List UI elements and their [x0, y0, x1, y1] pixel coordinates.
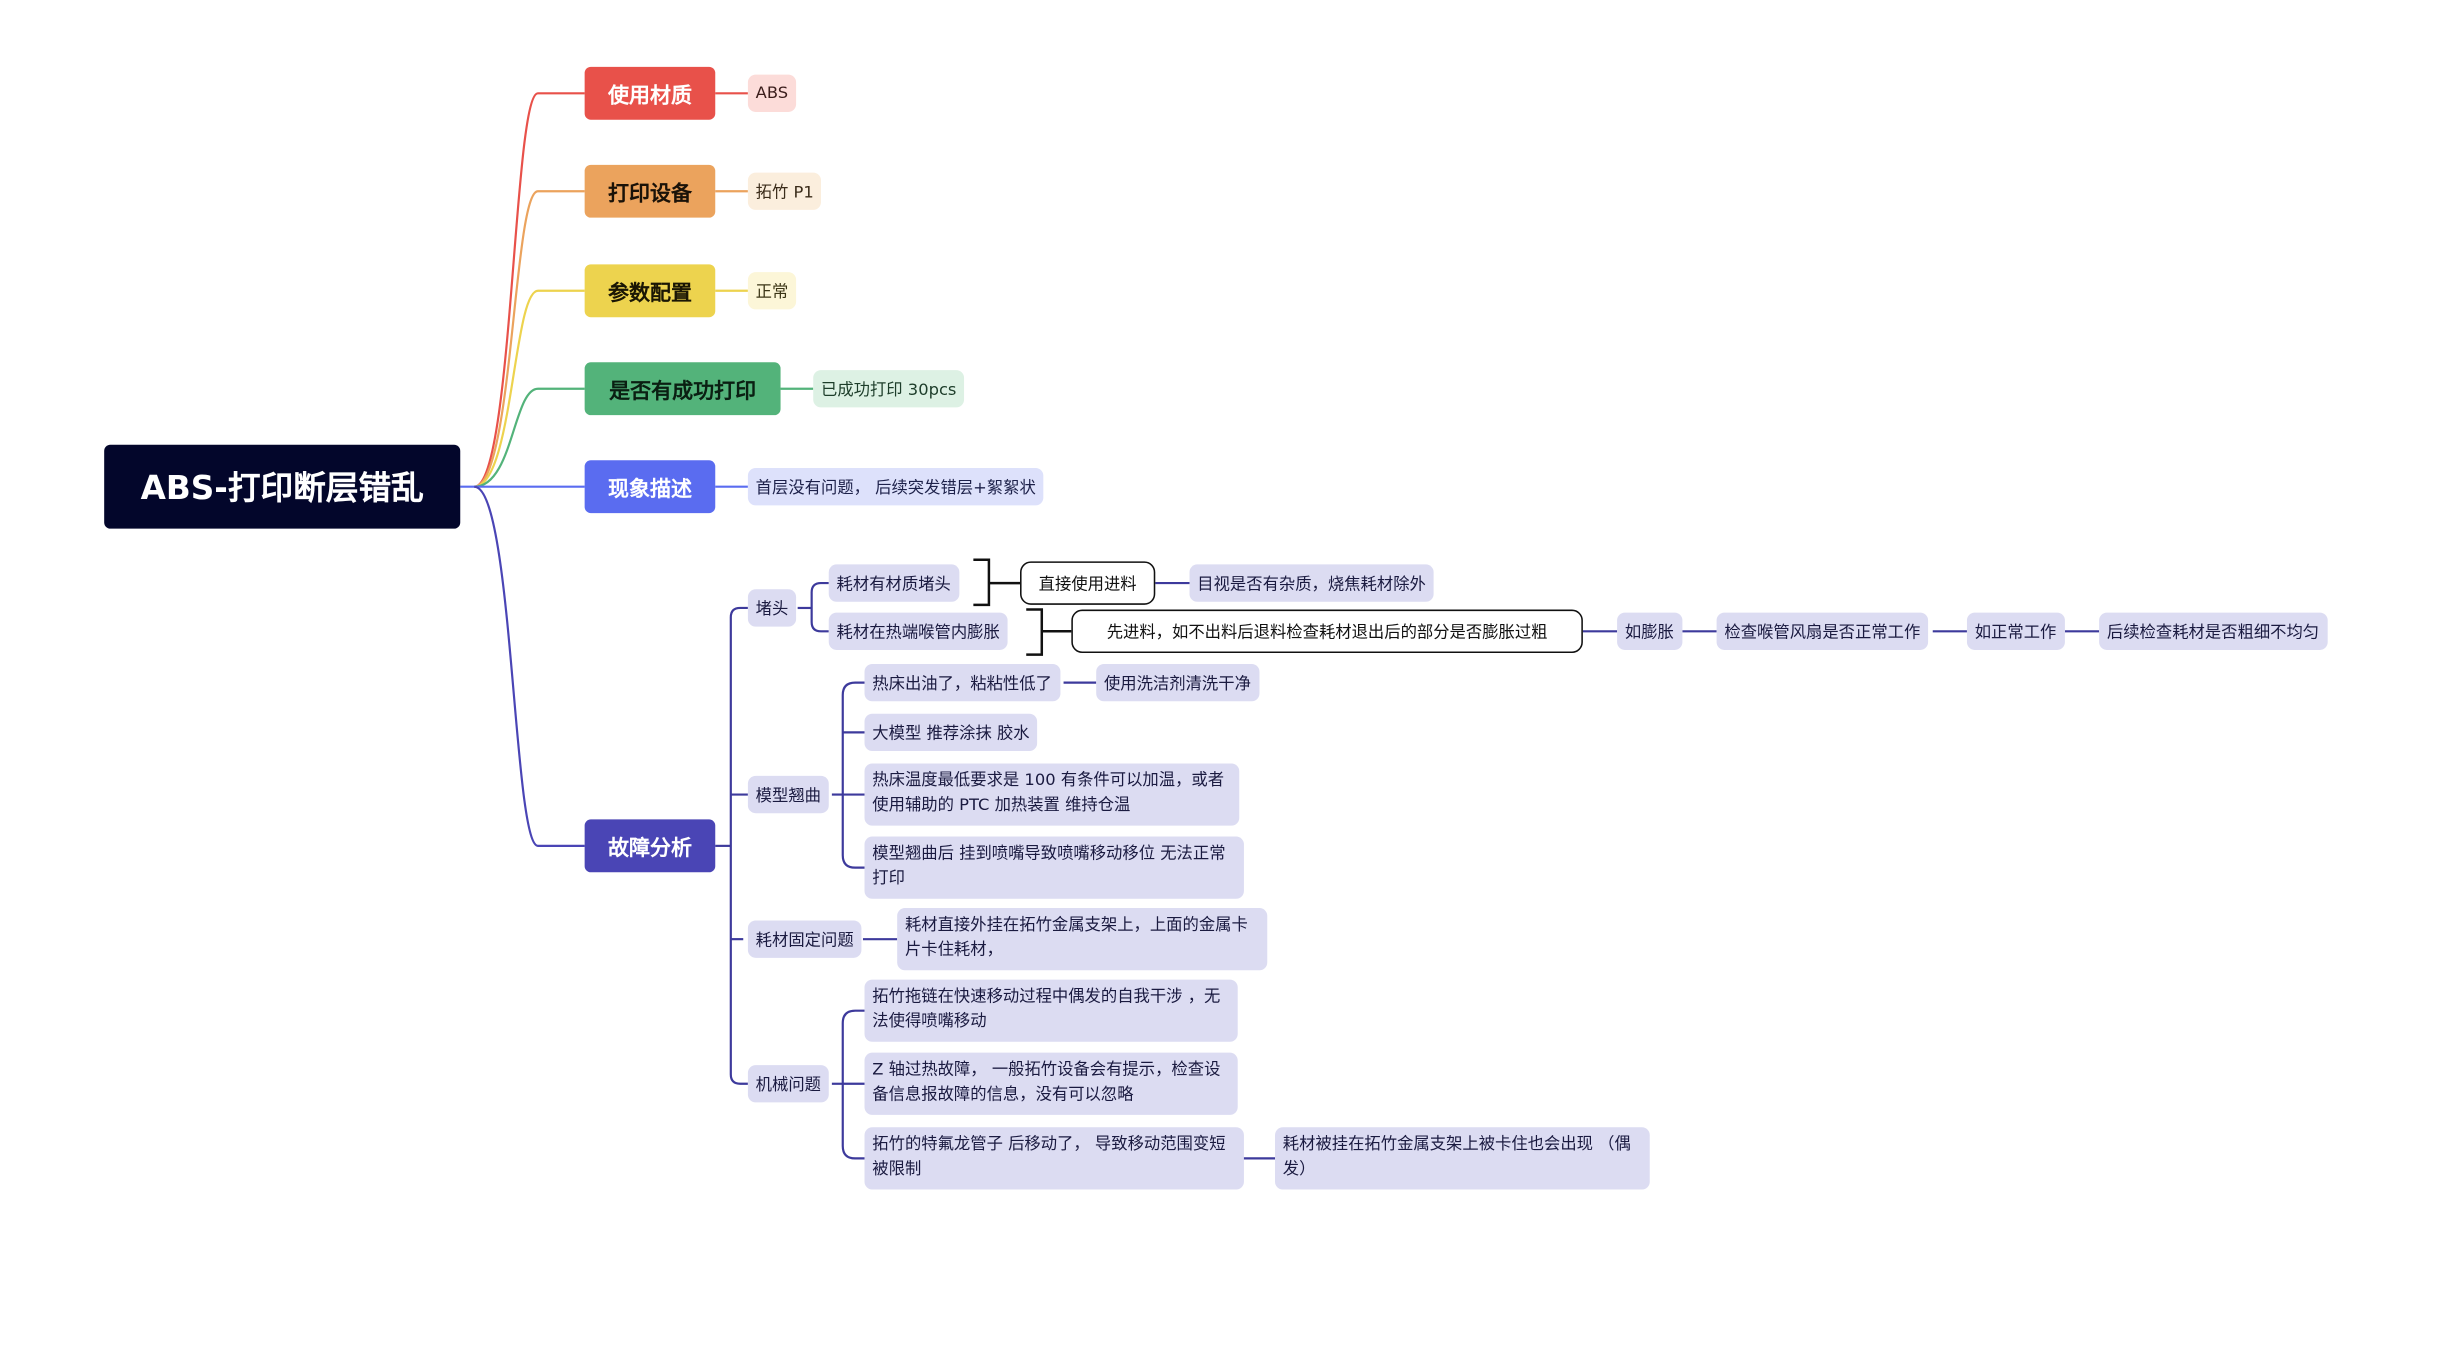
- warp-bed-temp[interactable]: 热床温度最低要求是 100 有条件可以加温，或者使用辅助的 PTC 加热装置 维…: [864, 763, 1240, 826]
- warp-nozzle-hit[interactable]: 模型翘曲后 挂到喷嘴导致喷嘴移动移位 无法正常打印: [864, 836, 1244, 899]
- chain-if-working[interactable]: 如正常工作: [1966, 612, 2065, 650]
- branch-mechanical[interactable]: 机械问题: [747, 1065, 829, 1103]
- branch-clog[interactable]: 堵头: [747, 589, 797, 627]
- chain-if-expanded[interactable]: 如膨胀: [1617, 612, 1682, 650]
- topic-fault-analysis[interactable]: 故障分析: [584, 819, 716, 873]
- mech-z-overheat[interactable]: Z 轴过热故障， 一般拓竹设备会有提示，检查设备信息报故障的信息，没有可以忽略: [864, 1052, 1238, 1115]
- mech-ptfe-tube[interactable]: 拓竹的特氟龙管子 后移动了， 导致移动范围变短被限制: [864, 1127, 1244, 1190]
- step-direct-feed[interactable]: 直接使用进料: [1020, 561, 1156, 605]
- warp-glue[interactable]: 大模型 推荐涂抹 胶水: [864, 713, 1038, 752]
- topic-material[interactable]: 使用材质: [584, 66, 716, 120]
- result-visual-check[interactable]: 目视是否有杂质，烧焦耗材除外: [1189, 564, 1434, 602]
- clog-expansion[interactable]: 耗材在热端喉管内膨胀: [828, 612, 1008, 650]
- topic-print-success[interactable]: 是否有成功打印: [584, 362, 781, 416]
- parameters-value[interactable]: 正常: [747, 272, 797, 310]
- clog-impurity[interactable]: 耗材有材质堵头: [828, 564, 959, 602]
- device-value[interactable]: 拓竹 P1: [747, 172, 822, 210]
- branch-filament-fixing[interactable]: 耗材固定问题: [747, 920, 862, 958]
- root-topic[interactable]: ABS-打印断层错乱: [104, 444, 461, 529]
- chain-check-fan[interactable]: 检查喉管风扇是否正常工作: [1716, 612, 1929, 650]
- print-success-value[interactable]: 已成功打印 30pcs: [813, 370, 965, 408]
- mech-ptfe-note[interactable]: 耗材被挂在拓竹金属支架上被卡住也会出现 （偶发）: [1275, 1127, 1650, 1190]
- fixing-metal-clip[interactable]: 耗材直接外挂在拓竹金属支架上，上面的金属卡片卡住耗材，: [897, 908, 1268, 971]
- material-value[interactable]: ABS: [747, 74, 796, 112]
- step-feed-retract-check[interactable]: 先进料，如不出料后退料检查耗材退出后的部分是否膨胀过粗: [1071, 609, 1583, 654]
- topic-parameters[interactable]: 参数配置: [584, 264, 716, 318]
- mech-drag-chain[interactable]: 拓竹拖链在快速移动过程中偶发的自我干涉 ，无法使得喷嘴移动: [864, 979, 1238, 1042]
- warp-oily-bed-fix[interactable]: 使用洗洁剂清洗干净: [1096, 663, 1259, 702]
- chain-check-diameter[interactable]: 后续检查耗材是否粗细不均匀: [2099, 612, 2327, 650]
- symptom-value[interactable]: 首层没有问题， 后续突发错层+絮絮状: [747, 468, 1044, 506]
- warp-oily-bed[interactable]: 热床出油了，粘粘性低了: [864, 663, 1060, 702]
- branch-warp[interactable]: 模型翘曲: [747, 775, 829, 814]
- topic-symptom[interactable]: 现象描述: [584, 460, 716, 514]
- topic-device[interactable]: 打印设备: [584, 164, 716, 218]
